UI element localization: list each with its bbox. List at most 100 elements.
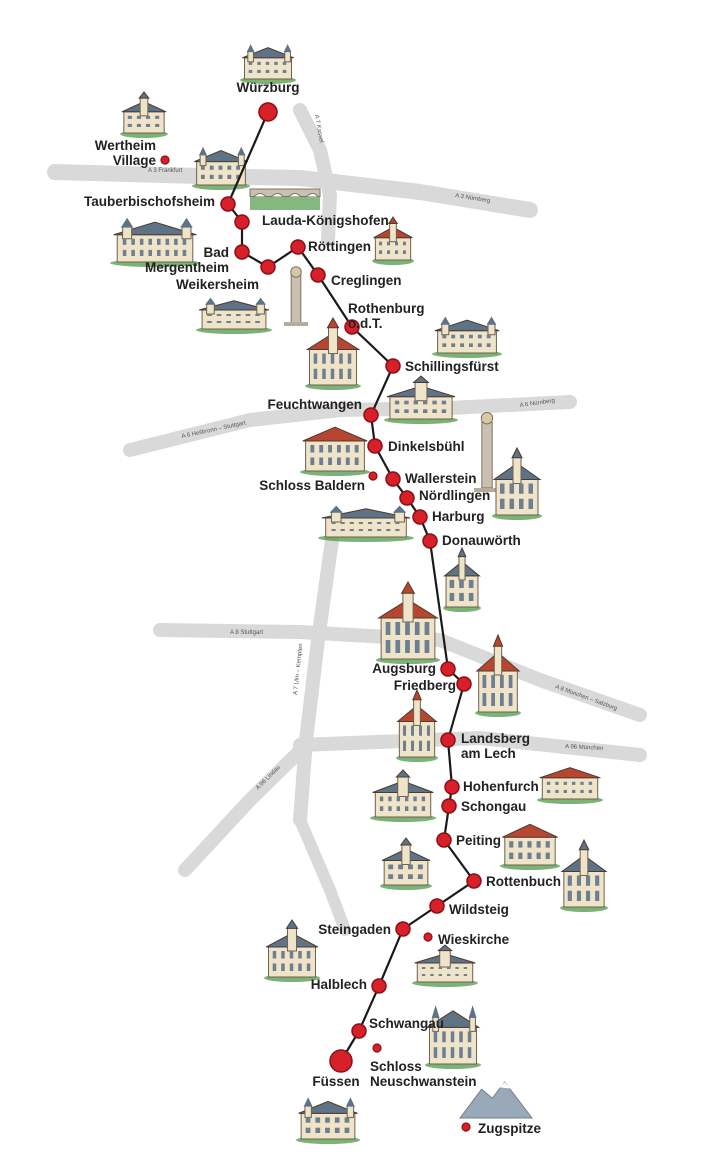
stops-layer (160, 102, 482, 1132)
stop-marker-augsburg[interactable] (440, 661, 456, 677)
stop-label-wurzburg: Würzburg (237, 80, 300, 95)
stop-marker-feuchtwangen[interactable] (363, 407, 379, 423)
townhall-icon (376, 580, 440, 664)
stop-marker-wurzburg[interactable] (258, 102, 278, 122)
stop-marker-nordlingen[interactable] (399, 490, 415, 506)
stop-marker-schongau[interactable] (441, 798, 457, 814)
route-layer (226, 111, 476, 1062)
stop-marker-bad-mergentheim[interactable] (234, 244, 250, 260)
highway-a3-nurnberg (292, 170, 538, 218)
stop-label-harburg: Harburg (432, 509, 485, 524)
stop-marker-wildsteig[interactable] (429, 898, 445, 914)
stop-label-donauworth: Donauwörth (442, 533, 521, 548)
stop-marker-hohenfurch[interactable] (444, 779, 460, 795)
stop-label-weikersheim: Weikersheim (176, 277, 259, 292)
poi-marker-neuschwanstein[interactable] (372, 1043, 382, 1053)
stop-label-nordlingen: Nördlingen (419, 488, 490, 503)
stop-marker-lauda[interactable] (234, 214, 250, 230)
stop-marker-dinkelsbuhl[interactable] (367, 438, 383, 454)
highway-a8-munchen-salzburg (433, 633, 647, 722)
stop-marker-landsberg[interactable] (440, 732, 456, 748)
church-icon (384, 375, 458, 424)
highway-a96-lindau (178, 738, 313, 877)
stop-marker-weikersheim[interactable] (260, 259, 276, 275)
poi-marker-wieskirche[interactable] (423, 932, 433, 942)
castle-icon (296, 1097, 360, 1144)
stop-label-schongau: Schongau (461, 799, 526, 814)
stop-label-schwangau: Schwangau (369, 1016, 444, 1031)
column-icon (474, 411, 500, 492)
stop-marker-peiting[interactable] (436, 832, 452, 848)
stop-label-feuchtwangen: Feuchtwangen (267, 397, 362, 412)
church-icon (412, 944, 478, 987)
stop-label-steingaden: Steingaden (318, 922, 391, 937)
highway-label-a3-frankfurt: A 3 Frankfurt (148, 168, 183, 174)
stop-label-fussen: Füssen (312, 1074, 359, 1089)
stop-marker-creglingen[interactable] (310, 267, 326, 283)
church-icon (264, 919, 320, 982)
house-icon (300, 426, 370, 476)
highway-label-a3-nurnberg: A 3 Nürnberg (455, 193, 491, 204)
highway-label-a8-stuttgart: A 8 Stuttgart (230, 630, 263, 636)
poi-marker-schloss-baldern[interactable] (368, 471, 378, 481)
stop-marker-rothenburg[interactable] (344, 319, 360, 335)
stop-marker-friedberg[interactable] (456, 676, 472, 692)
mountain-icon (459, 1081, 534, 1119)
palace-icon (240, 44, 296, 84)
tower-icon (305, 316, 361, 390)
poi-marker-wertheim[interactable] (160, 155, 170, 165)
stop-marker-schillingsfurst[interactable] (385, 358, 401, 374)
stop-marker-fussen[interactable] (329, 1049, 353, 1073)
castle-icon (425, 1005, 481, 1069)
church-icon (492, 446, 542, 520)
stop-label-rottingen: Röttingen (308, 239, 371, 254)
castle-icon (192, 146, 250, 190)
stop-marker-wallerstein[interactable] (385, 471, 401, 487)
castle-icon (432, 316, 502, 358)
stop-marker-donauworth[interactable] (422, 533, 438, 549)
stop-marker-harburg[interactable] (412, 509, 428, 525)
poi-label-zugspitze: Zugspitze (478, 1121, 541, 1136)
stop-label-wallerstein: Wallerstein (405, 471, 477, 486)
stop-label-dinkelsbuhl: Dinkelsbühl (388, 439, 465, 454)
altar-icon (284, 266, 308, 326)
highway-label-a7-kassel: A 7 Kassel (313, 114, 324, 143)
stop-label-lauda: Lauda-Königshofen (262, 213, 389, 228)
stop-marker-schwangau[interactable] (351, 1023, 367, 1039)
castle-icon (110, 217, 200, 267)
highway-a96-munchen (293, 731, 647, 762)
highway-label-a7-ulm-kempten: A 7 Ulm – Kempten (293, 643, 304, 695)
stop-label-wildsteig: Wildsteig (449, 902, 509, 917)
stop-marker-halblech[interactable] (371, 978, 387, 994)
church-icon (560, 838, 608, 912)
stop-label-augsburg: Augsburg (372, 661, 436, 676)
stop-marker-rottenbuch[interactable] (466, 873, 482, 889)
stop-marker-tauberbischofsheim[interactable] (220, 196, 236, 212)
stop-marker-rottingen[interactable] (290, 239, 306, 255)
stop-marker-steingaden[interactable] (395, 921, 411, 937)
church-icon (370, 769, 436, 822)
highway-label-a96-munchen: A 96 München (565, 744, 604, 752)
highway-a7-ulm-kempten (293, 533, 339, 827)
poi-label-wieskirche: Wieskirche (438, 932, 510, 947)
tower-icon (396, 688, 438, 762)
highway-b17-south (294, 814, 351, 936)
chapel-icon (537, 767, 603, 804)
village-icon (500, 823, 560, 870)
stop-label-hohenfurch: Hohenfurch (463, 779, 539, 794)
stop-label-rottenbuch: Rottenbuch (486, 874, 561, 889)
townhall-icon (372, 216, 414, 265)
stop-label-tauberbischofsheim: Tauberbischofsheim (84, 194, 215, 209)
church-icon (120, 91, 168, 138)
castle-icon (318, 505, 414, 542)
highway-label-a6-nurnberg: A 6 Nürnberg (519, 398, 555, 409)
stop-label-halblech: Halblech (311, 977, 367, 992)
poi-marker-zugspitze[interactable] (461, 1122, 471, 1132)
route-line (226, 111, 476, 1062)
